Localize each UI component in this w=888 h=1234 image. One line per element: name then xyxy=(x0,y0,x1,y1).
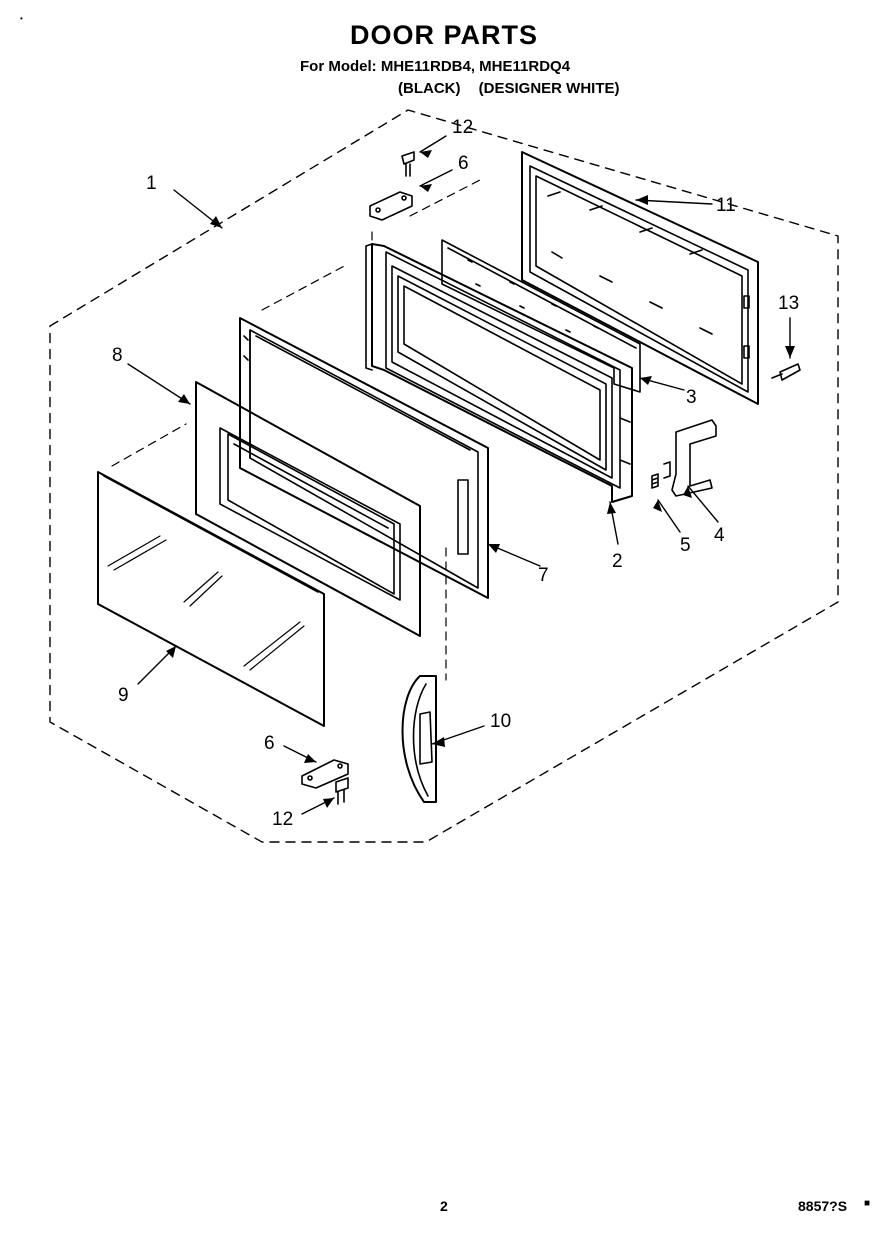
part-3-screen-panel xyxy=(441,239,641,393)
callout-6-top: 6 xyxy=(458,153,469,174)
arrow-6-top xyxy=(419,169,453,187)
callout-13: 13 xyxy=(778,293,800,314)
arrow-4 xyxy=(687,485,719,523)
part-5-spring xyxy=(651,473,659,489)
callout-5: 5 xyxy=(680,535,691,556)
arrow-8 xyxy=(127,363,191,405)
page-number: 2 xyxy=(440,1198,448,1214)
callout-12-top: 12 xyxy=(452,117,474,138)
part-6-hinge-top xyxy=(369,191,413,221)
part-8-outer-frame xyxy=(195,381,421,637)
arrow-5 xyxy=(657,499,681,533)
callout-2: 2 xyxy=(612,551,623,572)
callout-3: 3 xyxy=(686,387,697,408)
part-4-latch xyxy=(663,419,717,497)
variant-black: (BLACK) xyxy=(398,80,461,97)
part-12-screw-top xyxy=(401,151,415,177)
document-code: 8857?S xyxy=(798,1198,848,1214)
callout-9: 9 xyxy=(118,685,129,706)
callout-8: 8 xyxy=(112,345,123,366)
callout-11: 11 xyxy=(716,195,736,216)
callout-1: 1 xyxy=(146,173,157,194)
assembly-boundary xyxy=(49,109,839,843)
part-2-inner-door xyxy=(365,243,633,503)
part-7-door-frame xyxy=(239,317,489,599)
callout-6-bottom: 6 xyxy=(264,733,275,754)
callout-7: 7 xyxy=(538,565,549,586)
callout-4: 4 xyxy=(714,525,725,546)
part-11-choke-frame xyxy=(521,151,759,405)
arrow-11 xyxy=(635,199,713,205)
part-6-hinge-bottom xyxy=(301,759,349,789)
arrow-heads xyxy=(166,150,795,808)
arrow-12-top xyxy=(419,135,447,153)
page-title: DOOR PARTS xyxy=(349,20,538,50)
model-line: For Model: MHE11RDB4, MHE11RDQ4 xyxy=(300,58,571,75)
part-13-screw xyxy=(771,363,801,381)
end-mark: ■ xyxy=(864,1198,871,1209)
corner-mark: • xyxy=(20,14,23,23)
part-9-glass-panel xyxy=(97,471,325,727)
part-10-handle xyxy=(401,675,437,803)
color-variants: (BLACK) (DESIGNER WHITE) xyxy=(398,80,634,97)
callout-12-bottom: 12 xyxy=(272,809,294,830)
callout-10: 10 xyxy=(490,711,512,732)
variant-designer-white: (DESIGNER WHITE) xyxy=(478,80,620,97)
part-12-screw-bottom xyxy=(335,777,349,805)
